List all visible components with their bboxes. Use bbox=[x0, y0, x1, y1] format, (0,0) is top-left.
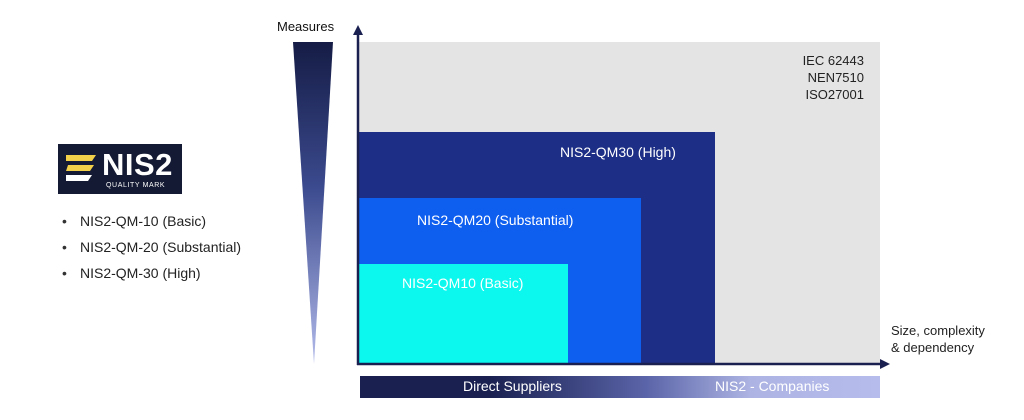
region-label-qm30: NIS2-QM30 (High) bbox=[560, 144, 676, 160]
x-axis-label: Size, complexity & dependency bbox=[891, 322, 985, 356]
scope-bar-right-label: NIS2 - Companies bbox=[715, 378, 830, 394]
scope-bar: Direct Suppliers NIS2 - Companies bbox=[360, 376, 880, 398]
standard-label: ISO27001 bbox=[805, 87, 864, 102]
nis2-quality-mark-logo: NIS2 QUALITY MARK bbox=[58, 144, 182, 194]
region-label-qm10: NIS2-QM10 (Basic) bbox=[402, 275, 524, 291]
list-item: NIS2-QM-30 (High) bbox=[62, 260, 241, 286]
region-qm10: NIS2-QM10 (Basic) bbox=[358, 264, 568, 364]
region-label-qm20: NIS2-QM20 (Substantial) bbox=[417, 212, 574, 228]
x-axis-arrow-icon bbox=[880, 359, 890, 369]
logo-subtitle: QUALITY MARK bbox=[106, 182, 166, 189]
standard-label: IEC 62443 bbox=[802, 53, 864, 68]
y-axis-arrow-icon bbox=[353, 25, 363, 35]
standard-label: NEN7510 bbox=[807, 70, 864, 85]
chevron-stripes-icon bbox=[66, 155, 96, 181]
x-axis-label-line: Size, complexity bbox=[891, 323, 985, 338]
measures-wedge bbox=[293, 42, 333, 364]
list-item: NIS2-QM-20 (Substantial) bbox=[62, 234, 241, 260]
y-axis-label: Measures bbox=[277, 19, 335, 34]
level-list: NIS2-QM-10 (Basic) NIS2-QM-20 (Substanti… bbox=[62, 208, 241, 286]
x-axis-label-line: & dependency bbox=[891, 340, 975, 355]
list-item: NIS2-QM-10 (Basic) bbox=[62, 208, 241, 234]
standards-list: IEC 62443 NEN7510 ISO27001 bbox=[803, 52, 864, 103]
scope-bar-left-label: Direct Suppliers bbox=[463, 378, 562, 394]
logo-title: NIS2 bbox=[102, 147, 173, 182]
